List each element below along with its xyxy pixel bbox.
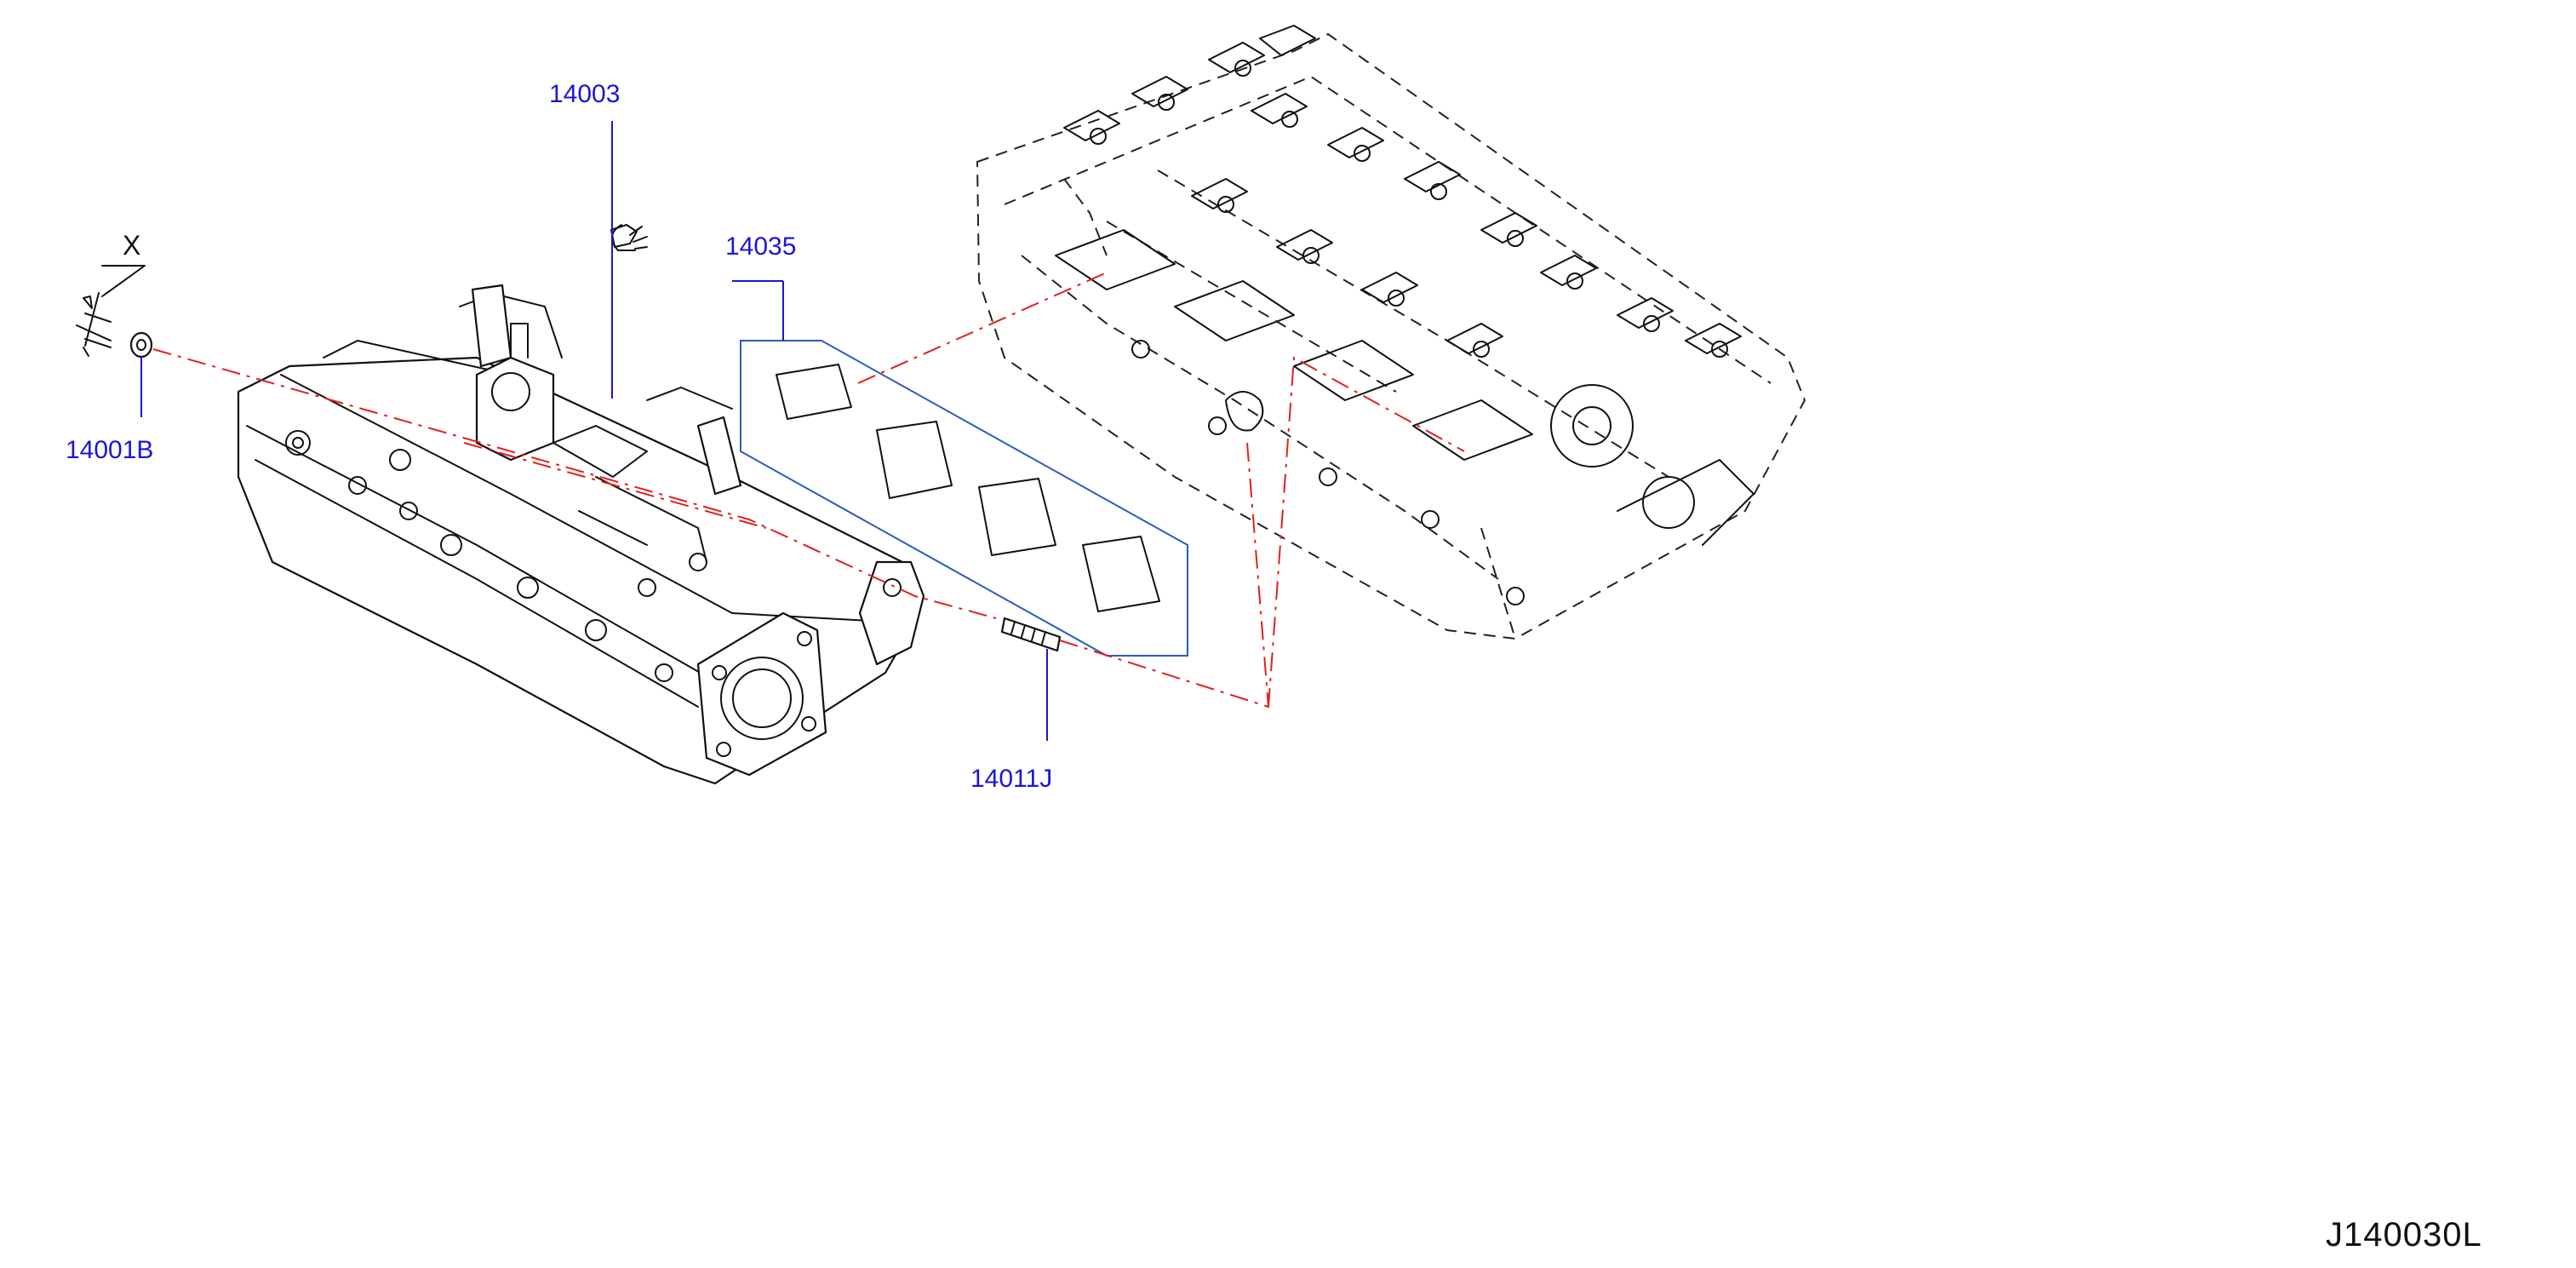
- gasket-drawing: [740, 340, 1188, 657]
- callout-14035[interactable]: 14035: [725, 232, 797, 261]
- nut-drawing: [76, 313, 153, 359]
- dimension-x-label: X: [123, 230, 141, 261]
- dimension-x-indicator: [83, 265, 146, 357]
- leader-lines: [140, 121, 1048, 741]
- cylinder-head-drawing: [976, 25, 1806, 640]
- clip-drawing: [610, 224, 648, 251]
- callout-14011j[interactable]: 14011J: [970, 765, 1053, 793]
- callout-14001b[interactable]: 14001B: [66, 436, 154, 464]
- assembly-centerlines: [152, 272, 1465, 709]
- stud-drawing: [1000, 617, 1062, 652]
- illustration-code: J140030L: [2326, 1216, 2482, 1254]
- callout-14003[interactable]: 14003: [549, 80, 621, 108]
- intake-manifold-drawing: [237, 284, 925, 785]
